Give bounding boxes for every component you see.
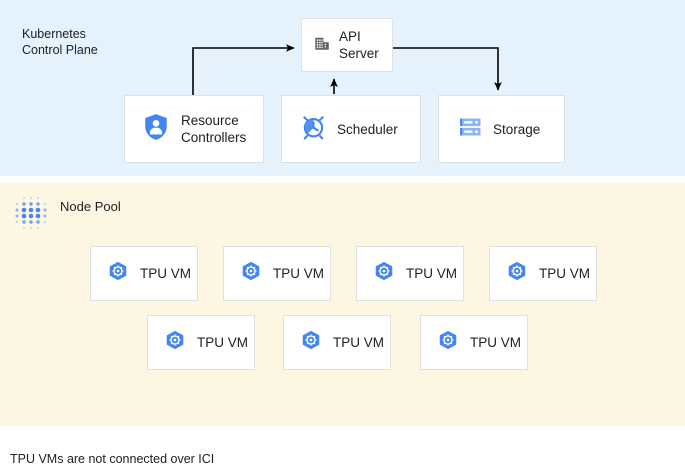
- diagram-caption: TPU VMs are not connected over ICI: [10, 452, 215, 466]
- building-icon: [313, 34, 331, 57]
- tpu-vm-label: TPU VM: [140, 266, 192, 281]
- dot-cluster-icon: [15, 197, 47, 229]
- node-scheduler[interactable]: Scheduler: [281, 95, 421, 163]
- node-scheduler-label: Scheduler: [337, 121, 398, 137]
- node-api-server[interactable]: API Server: [301, 18, 393, 72]
- tpu-vm-card[interactable]: TPU VM: [223, 246, 331, 301]
- tpu-vm-label: TPU VM: [333, 335, 385, 350]
- tpu-vm-card[interactable]: TPU VM: [420, 315, 528, 370]
- control-plane-title: Kubernetes Control Plane: [22, 27, 98, 57]
- tpu-vm-card[interactable]: TPU VM: [489, 246, 597, 301]
- node-api-server-label: API Server: [339, 29, 379, 61]
- tpu-vm-label: TPU VM: [273, 266, 325, 281]
- alarm-clock-icon: [300, 113, 327, 145]
- node-storage-label: Storage: [493, 121, 541, 137]
- node-storage[interactable]: Storage: [438, 95, 565, 163]
- tpu-vm-card[interactable]: TPU VM: [147, 315, 255, 370]
- tpu-vm-label: TPU VM: [470, 335, 522, 350]
- hexagon-gear-icon: [437, 329, 459, 356]
- tpu-vm-label: TPU VM: [539, 266, 591, 281]
- shield-user-icon: [143, 113, 169, 146]
- server-rack-icon: [459, 115, 483, 144]
- tpu-vm-card[interactable]: TPU VM: [356, 246, 464, 301]
- hexagon-gear-icon: [240, 260, 262, 287]
- tpu-vm-label: TPU VM: [197, 335, 249, 350]
- hexagon-gear-icon: [506, 260, 528, 287]
- tpu-vm-card[interactable]: TPU VM: [90, 246, 198, 301]
- hexagon-gear-icon: [300, 329, 322, 356]
- node-resource-controllers-label: Resource Controllers: [181, 113, 247, 145]
- tpu-vm-label: TPU VM: [406, 266, 458, 281]
- hexagon-gear-icon: [164, 329, 186, 356]
- node-pool-region: [0, 183, 685, 426]
- tpu-vm-card[interactable]: TPU VM: [283, 315, 391, 370]
- node-resource-controllers[interactable]: Resource Controllers: [124, 95, 264, 163]
- hexagon-gear-icon: [107, 260, 129, 287]
- hexagon-gear-icon: [373, 260, 395, 287]
- node-pool-title: Node Pool: [60, 199, 121, 214]
